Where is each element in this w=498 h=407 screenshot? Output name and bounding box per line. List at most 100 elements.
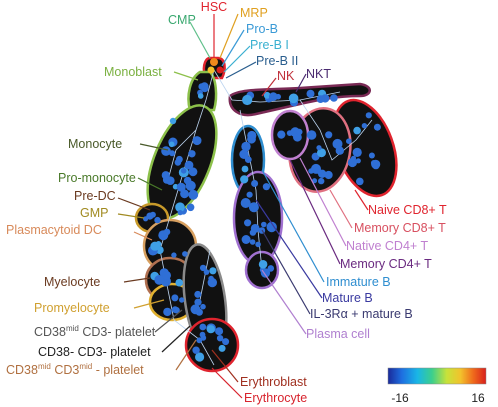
colorbar-min-label: -16 [391, 391, 409, 405]
tree-node [371, 159, 381, 169]
tree-node [146, 212, 154, 220]
tree-node [361, 123, 368, 129]
tree-node [154, 216, 161, 224]
tree-node [332, 138, 343, 149]
tree-node [346, 138, 352, 144]
tree-node [335, 146, 344, 155]
tree-node [263, 91, 271, 99]
tree-node [175, 202, 185, 212]
node-cmp [207, 66, 215, 74]
tree-node [206, 325, 215, 334]
tree-node [177, 210, 183, 216]
tree-node [200, 303, 206, 310]
tree-node [163, 307, 172, 317]
tree-node [174, 159, 182, 166]
colorbar-max-label: 16 [471, 391, 485, 405]
tree-node [184, 160, 194, 170]
label-pro-monocyte: Pro-monocyte [58, 171, 136, 185]
tree-node [306, 89, 315, 98]
tree-node [176, 182, 186, 192]
tree-node [240, 198, 251, 208]
tree-node [352, 147, 362, 157]
tree-node [175, 278, 183, 287]
tree-node [368, 152, 375, 159]
label-cmp: CMP [168, 13, 196, 27]
tree-node [268, 92, 278, 102]
label-pre-b-i: Pre-B I [250, 38, 289, 52]
tree-node [260, 268, 271, 278]
tree-node [330, 94, 338, 102]
label-plasma-cell: Plasma cell [306, 327, 370, 341]
tree-node [215, 327, 224, 336]
tree-node [173, 307, 180, 314]
label-promyelocyte: Promyelocyte [34, 301, 110, 315]
labels: HSC CMP MRP Pro-B Pre-B I Pre-B II Monob… [6, 0, 447, 405]
tree-node [296, 128, 303, 136]
tree-node [183, 176, 192, 185]
tree-node [196, 337, 203, 344]
tree-node [316, 169, 323, 175]
top-nodes [207, 58, 224, 74]
tree-node [244, 219, 252, 227]
tree-node [288, 93, 299, 104]
tree-node [182, 251, 188, 257]
tree-node [200, 82, 209, 91]
tree-node [209, 267, 217, 275]
tree-node [318, 177, 325, 185]
tree-node [162, 271, 172, 280]
tree-node [316, 95, 325, 103]
tree-node [168, 141, 175, 148]
leader-lines [117, 13, 369, 399]
label-hsc: HSC [201, 0, 227, 14]
tree-node [192, 346, 200, 354]
tree-node [188, 150, 196, 158]
label-mrp: MRP [240, 6, 268, 20]
label-naive-cd8: Naive CD8+ T [368, 203, 447, 217]
tree-node [158, 230, 169, 241]
tree-node [353, 126, 361, 135]
tree-node [194, 290, 202, 298]
tree-node [286, 130, 293, 137]
tree-node [192, 136, 202, 146]
label-pdc: Plasmacytoid DC [6, 223, 102, 237]
tree-node [239, 149, 249, 159]
tree-node [154, 275, 165, 285]
label-nkt: NKT [306, 67, 331, 81]
label-nk: NK [277, 69, 295, 83]
tree-node [324, 170, 333, 180]
label-gmp: GMP [80, 206, 108, 220]
tree-node [171, 252, 177, 258]
tree-node [194, 298, 202, 306]
tree-node [200, 335, 207, 341]
tree-node [247, 134, 256, 144]
tree-node [150, 241, 160, 251]
tree-node [203, 269, 210, 275]
tree-node [161, 171, 170, 180]
label-memory-cd4: Memory CD4+ T [340, 257, 432, 271]
tree-node [188, 167, 198, 177]
node-hsc [210, 58, 218, 66]
tree-node [161, 146, 171, 156]
tree-node [143, 216, 149, 222]
tree-node [222, 338, 230, 346]
tree-node [261, 221, 267, 228]
tree-node [316, 145, 322, 151]
tree-node [216, 335, 224, 342]
tree-node [255, 241, 261, 248]
label-myelocyte: Myelocyte [44, 275, 100, 289]
label-cd38-cd3-platelet: CD38- CD3- platelet [38, 345, 151, 359]
label-erythroblast: Erythroblast [240, 375, 307, 389]
tree-node [199, 323, 207, 331]
tree-node [317, 148, 326, 158]
tree-node [277, 130, 286, 139]
tree-node [251, 180, 259, 187]
label-erythrocyte: Erythrocyte [244, 391, 307, 405]
tree-node [169, 117, 177, 125]
tree-node [171, 294, 179, 302]
tree-node [262, 183, 270, 191]
tree-node [306, 130, 317, 140]
tree-node [179, 297, 185, 303]
tree-node [365, 112, 372, 119]
